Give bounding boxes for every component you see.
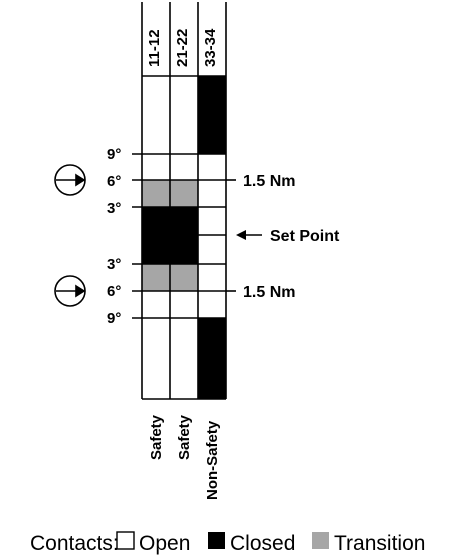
- legend-open-label: Open: [139, 532, 190, 555]
- col2-open-bottom: [170, 291, 198, 399]
- legend: Contacts: Open Closed Transition: [30, 531, 425, 555]
- angle-label-upper-6: 6°: [107, 173, 121, 190]
- col2-transition-lower: [170, 264, 198, 291]
- legend-swatch-open: [116, 531, 135, 550]
- col3-closed-top: [198, 76, 226, 154]
- column-footer-1: Safety: [148, 414, 165, 460]
- column-footer-2: Safety: [176, 414, 193, 460]
- column-2-states: [170, 76, 198, 399]
- angle-label-upper-9: 9°: [107, 146, 121, 163]
- col1-closed: [142, 207, 170, 264]
- column-header-3: 33-34: [202, 28, 219, 67]
- torque-label-upper: 1.5 Nm: [243, 173, 295, 190]
- legend-prefix: Contacts:: [30, 532, 119, 555]
- column-1-states: [142, 76, 170, 399]
- column-header-1: 11-12: [146, 29, 163, 67]
- angle-label-lower-3: 3°: [107, 256, 121, 273]
- col2-open-top: [170, 76, 198, 180]
- legend-swatch-transition: [312, 532, 329, 549]
- column-header-2: 21-22: [174, 29, 191, 67]
- angle-label-lower-6: 6°: [107, 283, 121, 300]
- legend-transition-label: Transition: [334, 532, 425, 555]
- angle-label-upper-3: 3°: [107, 200, 121, 217]
- circled-right-arrow-icon: [54, 164, 86, 196]
- legend-closed-label: Closed: [230, 532, 295, 555]
- col1-transition-lower: [142, 264, 170, 291]
- column-footers: Safety Safety Non-Safety: [148, 414, 221, 500]
- col1-transition-upper: [142, 180, 170, 207]
- circled-right-arrow-icon: [54, 275, 86, 307]
- angle-label-lower-9: 9°: [107, 310, 121, 327]
- col2-transition-upper: [170, 180, 198, 207]
- col2-closed: [170, 207, 198, 264]
- col3-open: [198, 154, 226, 318]
- column-headers: 11-12 21-22 33-34: [146, 28, 219, 67]
- legend-swatch-closed: [208, 532, 225, 549]
- column-3-states: [198, 76, 226, 399]
- left-arrow-icon: [236, 230, 262, 240]
- col3-closed-bottom: [198, 318, 226, 399]
- grid-lines: [132, 2, 236, 400]
- col1-open-top: [142, 76, 170, 180]
- torque-label-lower: 1.5 Nm: [243, 284, 295, 301]
- column-footer-3: Non-Safety: [204, 420, 221, 500]
- set-point-label: Set Point: [270, 228, 340, 245]
- angle-labels: 9° 6° 3° 3° 6° 9°: [107, 146, 121, 327]
- col1-open-bottom: [142, 291, 170, 399]
